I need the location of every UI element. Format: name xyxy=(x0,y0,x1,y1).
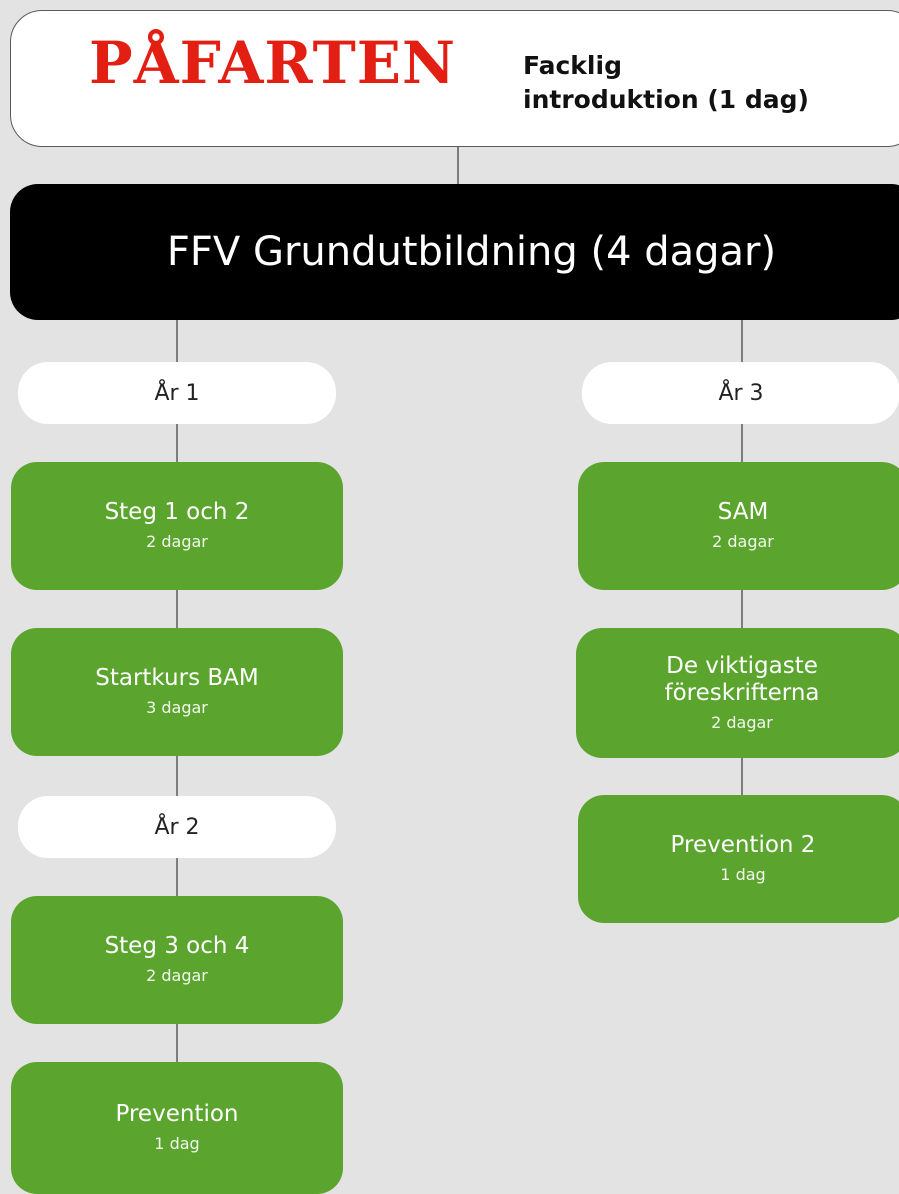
course-steg-1-2: Steg 1 och 2 2 dagar xyxy=(11,462,343,590)
connector-sam-foreskrifter xyxy=(741,590,743,628)
year-2-text: År 2 xyxy=(154,814,200,840)
connector-steg34-prevention xyxy=(176,1024,178,1062)
course-duration: 2 dagar xyxy=(711,712,773,732)
course-prevention-2: Prevention 2 1 dag xyxy=(578,795,899,923)
header-subtitle-line1: Facklig xyxy=(523,51,622,80)
course-duration: 2 dagar xyxy=(146,532,208,551)
header-subtitle-line2: introduktion (1 dag) xyxy=(523,85,809,114)
connector-foreskrifter-prevention2 xyxy=(741,758,743,795)
year-3-label: År 3 xyxy=(582,362,899,424)
pafarten-logo: PÅFARTEN xyxy=(89,29,456,97)
course-title: SAM xyxy=(717,499,769,525)
course-title-line1: De viktigaste xyxy=(666,652,818,679)
year-3-text: År 3 xyxy=(718,380,764,406)
header-subtitle: Facklig introduktion (1 dag) xyxy=(523,49,809,117)
header-card: PÅFARTEN Facklig introduktion (1 dag) xyxy=(10,10,899,147)
connector-main-year1 xyxy=(176,320,178,362)
course-startkurs-bam: Startkurs BAM 3 dagar xyxy=(11,628,343,756)
connector-main-year3 xyxy=(741,320,743,362)
course-duration: 1 dag xyxy=(720,865,766,884)
course-duration: 1 dag xyxy=(154,1134,200,1153)
connector-bam-year2 xyxy=(176,756,178,796)
connector-header-main xyxy=(457,147,459,184)
course-title: Prevention 2 xyxy=(670,832,816,858)
year-2-label: År 2 xyxy=(18,796,336,858)
course-viktigaste-foreskrifterna: De viktigaste föreskrifterna 2 dagar xyxy=(576,628,899,758)
course-prevention: Prevention 1 dag xyxy=(11,1062,343,1194)
year-1-text: År 1 xyxy=(154,380,200,406)
course-title: Startkurs BAM xyxy=(95,665,259,691)
connector-year3-sam xyxy=(741,424,743,462)
course-duration: 2 dagar xyxy=(146,966,208,985)
connector-year1-steg12 xyxy=(176,424,178,462)
course-title-line2: föreskrifterna xyxy=(664,679,820,706)
connector-steg12-bam xyxy=(176,590,178,628)
course-title: Steg 1 och 2 xyxy=(104,499,250,525)
course-sam: SAM 2 dagar xyxy=(578,462,899,590)
year-1-label: År 1 xyxy=(18,362,336,424)
course-steg-3-4: Steg 3 och 4 2 dagar xyxy=(11,896,343,1024)
main-course-title: FFV Grundutbildning (4 dagar) xyxy=(166,229,777,275)
course-duration: 3 dagar xyxy=(146,698,208,717)
connector-year2-steg34 xyxy=(176,858,178,896)
main-course-card: FFV Grundutbildning (4 dagar) xyxy=(10,184,899,320)
course-duration: 2 dagar xyxy=(712,532,774,551)
course-title: Prevention xyxy=(115,1101,239,1127)
course-title: Steg 3 och 4 xyxy=(104,933,250,959)
